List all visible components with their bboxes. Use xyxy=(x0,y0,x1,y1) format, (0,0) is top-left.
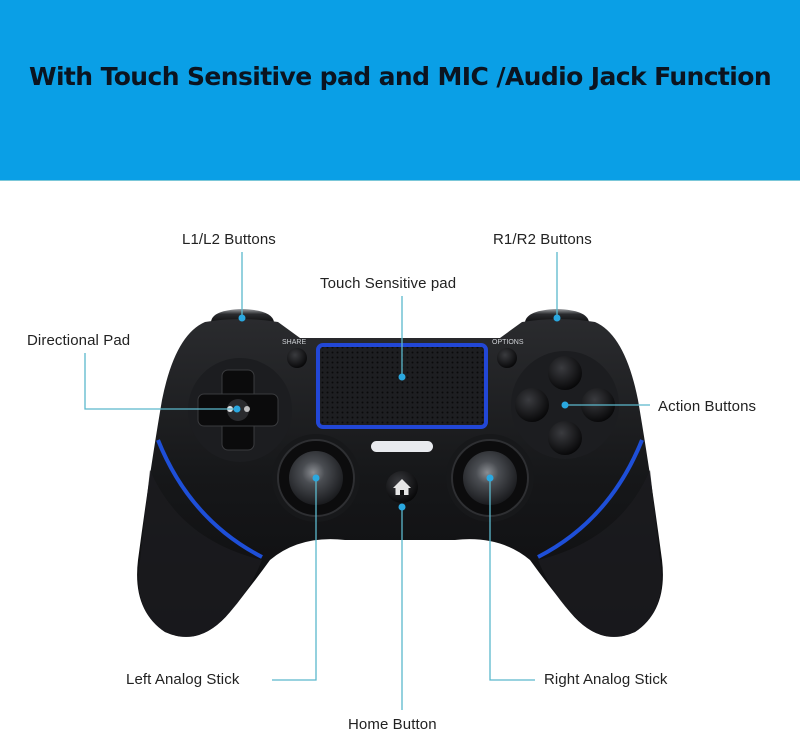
action-button-bottom xyxy=(548,421,582,455)
share-label: SHARE xyxy=(282,339,306,346)
share-button[interactable]: SHARE xyxy=(282,339,307,368)
r1r2-dot xyxy=(553,314,561,322)
options-button[interactable]: OPTIONS xyxy=(492,339,524,368)
callout-dots xyxy=(233,314,569,511)
house-icon xyxy=(393,479,411,495)
right-accent-stripe xyxy=(537,439,644,559)
light-bar xyxy=(371,441,433,452)
left-stick-dot xyxy=(312,474,320,482)
header-banner: With Touch Sensitive pad and MIC /Audio … xyxy=(0,0,800,181)
options-label: OPTIONS xyxy=(492,339,524,346)
callout-lines xyxy=(84,252,650,710)
dpad-dot xyxy=(233,405,241,413)
left-stick-leader-line xyxy=(272,478,317,681)
right-stick-leader-line xyxy=(489,478,535,681)
l1l2-dot xyxy=(238,314,246,322)
action-button-top xyxy=(548,356,582,390)
dpad-label: Directional Pad xyxy=(27,332,131,349)
l1l2-label: L1/L2 Buttons xyxy=(182,231,276,248)
home-label: Home Button xyxy=(348,716,437,733)
right-stick-dot xyxy=(486,474,494,482)
r1r2-label: R1/R2 Buttons xyxy=(493,231,592,248)
banner-title: With Touch Sensitive pad and MIC /Audio … xyxy=(28,62,772,91)
home-button[interactable] xyxy=(386,471,418,503)
action-dot xyxy=(561,401,569,409)
left-stick-label: Left Analog Stick xyxy=(126,671,240,688)
touchpad-label: Touch Sensitive pad xyxy=(320,275,457,292)
right-stick-label: Right Analog Stick xyxy=(544,671,668,688)
action-button-left xyxy=(515,388,549,422)
action-label: Action Buttons xyxy=(658,398,757,415)
dpad-leader-line xyxy=(84,353,237,410)
touchpad-dot xyxy=(398,373,406,381)
home-dot xyxy=(398,503,406,511)
left-accent-stripe xyxy=(156,439,263,559)
